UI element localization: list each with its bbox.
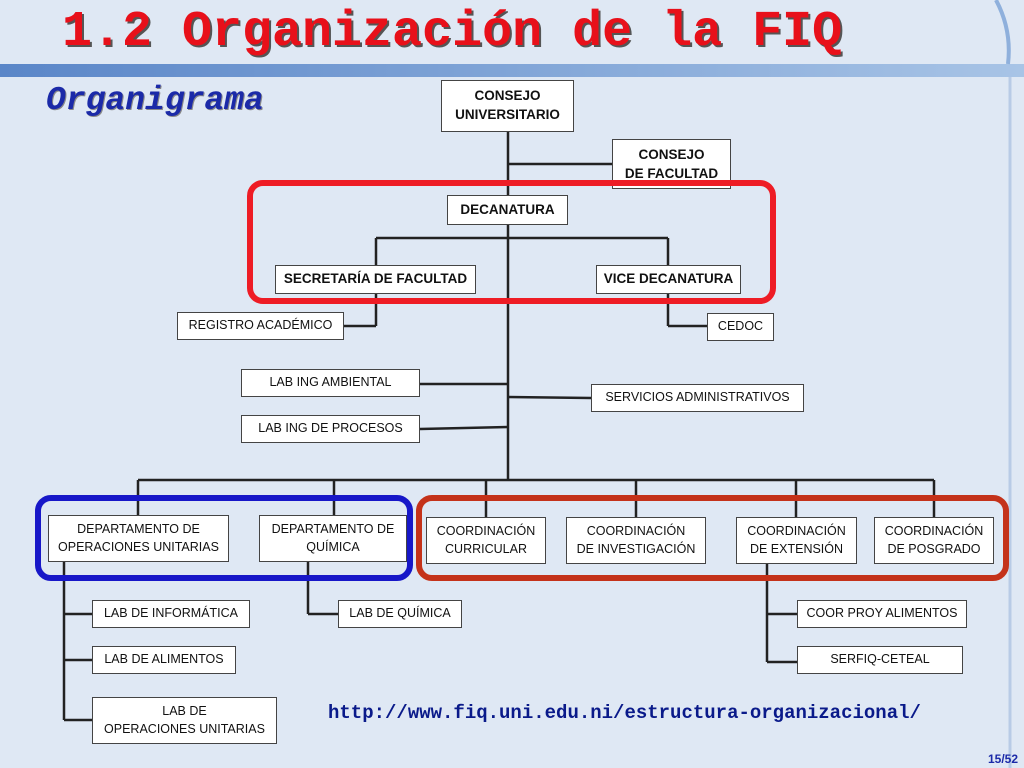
box-depto-quimica: DEPARTAMENTO DE QUÍMICA xyxy=(259,515,407,562)
box-cedoc: CEDOC xyxy=(707,313,774,341)
box-vice-decanatura: VICE DECANATURA xyxy=(596,265,741,294)
box-consejo-universitario: CONSEJO UNIVERSITARIO xyxy=(441,80,574,132)
box-lab-alimentos: LAB DE ALIMENTOS xyxy=(92,646,236,674)
box-lab-operaciones: LAB DE OPERACIONES UNITARIAS xyxy=(92,697,277,744)
box-lab-ing-procesos: LAB ING DE PROCESOS xyxy=(241,415,420,443)
box-coord-curricular: COORDINACIÓN CURRICULAR xyxy=(426,517,546,564)
box-coord-extension: COORDINACIÓN DE EXTENSIÓN xyxy=(736,517,857,564)
page-number: 15/52 xyxy=(987,752,1018,766)
box-coor-proy-alimentos: COOR PROY ALIMENTOS xyxy=(797,600,967,628)
box-lab-ing-ambiental: LAB ING AMBIENTAL xyxy=(241,369,420,397)
box-consejo-facultad: CONSEJO DE FACULTAD xyxy=(612,139,731,189)
box-coord-investigacion: COORDINACIÓN DE INVESTIGACIÓN xyxy=(566,517,706,564)
slide-title: 1.2 Organización de la FIQ xyxy=(62,4,843,61)
box-depto-operaciones: DEPARTAMENTO DE OPERACIONES UNITARIAS xyxy=(48,515,229,562)
box-lab-quimica: LAB DE QUÍMICA xyxy=(338,600,462,628)
box-lab-informatica: LAB DE INFORMÁTICA xyxy=(92,600,250,628)
box-serfiq-ceteal: SERFIQ-CETEAL xyxy=(797,646,963,674)
box-secretaria-facultad: SECRETARÍA DE FACULTAD xyxy=(275,265,476,294)
source-url-link[interactable]: http://www.fiq.uni.edu.ni/estructura-org… xyxy=(328,702,921,724)
box-servicios-administrativos: SERVICIOS ADMINISTRATIVOS xyxy=(591,384,804,412)
box-registro-academico: REGISTRO ACADÉMICO xyxy=(177,312,344,340)
slide-corner-curve xyxy=(994,0,1011,65)
box-coord-posgrado: COORDINACIÓN DE POSGRADO xyxy=(874,517,994,564)
slide-header-bar xyxy=(0,64,1024,77)
box-decanatura: DECANATURA xyxy=(447,195,568,225)
slide-subtitle: Organigrama xyxy=(46,82,264,119)
